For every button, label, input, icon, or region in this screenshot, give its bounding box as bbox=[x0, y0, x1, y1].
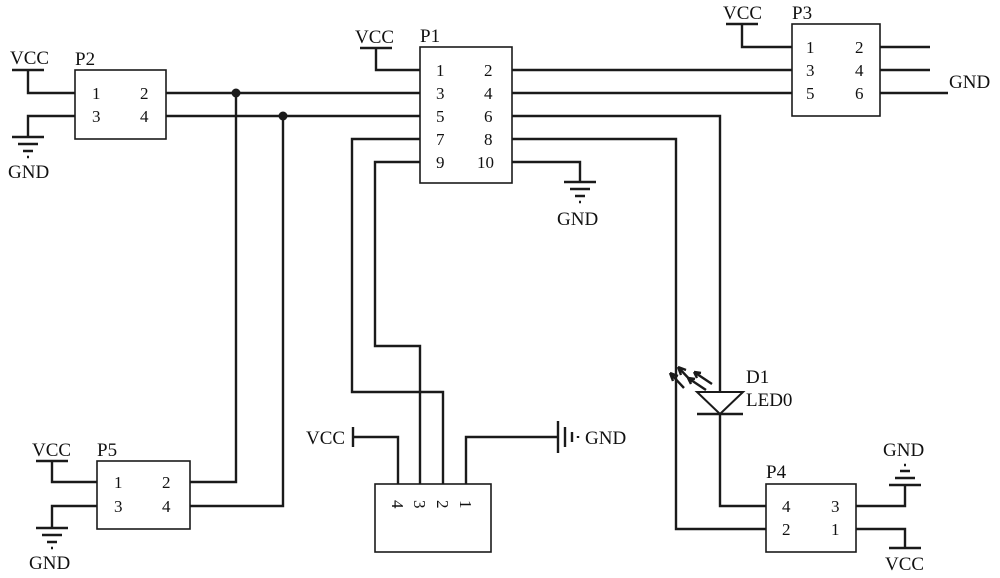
p1-pin-number: 9 bbox=[436, 153, 445, 172]
light-arrow-icon bbox=[678, 367, 692, 382]
p2-pin-number: 3 bbox=[92, 107, 101, 126]
p3-pin-number: 3 bbox=[806, 61, 815, 80]
wire-p1-6-to-d1 bbox=[512, 116, 720, 392]
ground-icon bbox=[558, 421, 578, 453]
p3-pin-number: 1 bbox=[806, 38, 815, 57]
wire-p3-vcc bbox=[742, 24, 792, 47]
p3-pin-number: 2 bbox=[855, 38, 864, 57]
p5-pin-number: 4 bbox=[162, 497, 171, 516]
gnd-label: GND bbox=[8, 162, 49, 183]
vcc-label: VCC bbox=[723, 3, 762, 24]
ground-icon bbox=[564, 182, 596, 202]
wire-p1-vcc bbox=[376, 48, 420, 70]
wire-p5-vcc bbox=[52, 461, 97, 482]
p5-connector-box bbox=[97, 461, 190, 529]
p1-pin-number: 5 bbox=[436, 107, 445, 126]
p1-pin-number: 6 bbox=[484, 107, 493, 126]
wire-p2-gnd bbox=[28, 116, 75, 137]
p3-pin-number: 4 bbox=[855, 61, 864, 80]
j-pin-number: 1 bbox=[456, 500, 475, 509]
wire-p1-10-gnd bbox=[512, 162, 580, 182]
p1-pin-number: 7 bbox=[436, 130, 445, 149]
p4-connector-box bbox=[766, 484, 856, 552]
p4-pin-number: 4 bbox=[782, 497, 791, 516]
p1-pin-number: 1 bbox=[436, 61, 445, 80]
p1-connector-box bbox=[420, 47, 512, 183]
wire-p1-9-to-j-3 bbox=[375, 162, 420, 484]
j-pin-number: 2 bbox=[433, 500, 452, 509]
p5-pin-number: 3 bbox=[114, 497, 123, 516]
wire-d1-to-p4-4 bbox=[720, 414, 766, 506]
d1-value-label: LED0 bbox=[746, 390, 792, 411]
p2-connector-box bbox=[75, 70, 166, 139]
p1-ref-label: P1 bbox=[420, 26, 440, 47]
p5-ref-label: P5 bbox=[97, 440, 117, 461]
gnd-label: GND bbox=[585, 428, 626, 449]
p2-ref-label: P2 bbox=[75, 49, 95, 70]
gnd-label: GND bbox=[883, 440, 924, 461]
p4-pin-number: 1 bbox=[831, 520, 840, 539]
wire-p5-gnd bbox=[52, 506, 97, 528]
wire-j-1-gnd bbox=[466, 437, 558, 484]
p2-pin-number: 1 bbox=[92, 84, 101, 103]
gnd-label: GND bbox=[29, 553, 70, 574]
junction-dot bbox=[232, 89, 241, 98]
p3-pin-number: 5 bbox=[806, 84, 815, 103]
p1-pin-number: 2 bbox=[484, 61, 493, 80]
vcc-label: VCC bbox=[355, 27, 394, 48]
wire-p1-7-to-j-2 bbox=[352, 139, 443, 484]
junction-dot bbox=[279, 112, 288, 121]
light-arrow-icon bbox=[694, 372, 712, 384]
p1-pin-number: 4 bbox=[484, 84, 493, 103]
p3-ref-label: P3 bbox=[792, 3, 812, 24]
p5-pin-number: 2 bbox=[162, 473, 171, 492]
ground-icon bbox=[36, 528, 68, 548]
p2-pin-number: 2 bbox=[140, 84, 149, 103]
led-d1 bbox=[670, 367, 743, 414]
ground-icon bbox=[12, 137, 44, 157]
ground-icon bbox=[889, 465, 921, 485]
p1-pin-number: 8 bbox=[484, 130, 493, 149]
vcc-label: VCC bbox=[10, 48, 49, 69]
p4-ref-label: P4 bbox=[766, 462, 787, 483]
j-pin-number: 4 bbox=[388, 500, 407, 509]
wire-bus1-to-p5-2 bbox=[190, 93, 236, 482]
bottom-connector-box bbox=[375, 484, 491, 552]
p4-pin-number: 3 bbox=[831, 497, 840, 516]
p2-pin-number: 4 bbox=[140, 107, 149, 126]
p5-pin-number: 1 bbox=[114, 473, 123, 492]
wire-p1-8-to-p4-2 bbox=[512, 139, 766, 529]
vcc-label: VCC bbox=[306, 428, 345, 449]
vcc-label: VCC bbox=[885, 554, 924, 575]
gnd-label: GND bbox=[949, 72, 990, 93]
d1-ref-label: D1 bbox=[746, 367, 769, 388]
p1-pin-number: 3 bbox=[436, 84, 445, 103]
wire-p2-vcc bbox=[28, 70, 75, 93]
p4-pin-number: 2 bbox=[782, 520, 791, 539]
p1-pin-number: 10 bbox=[477, 153, 494, 172]
vcc-label: VCC bbox=[32, 440, 71, 461]
wire-p4-1-vcc bbox=[856, 529, 905, 548]
j-pin-number: 3 bbox=[410, 500, 429, 509]
gnd-label: GND bbox=[557, 209, 598, 230]
wire-p4-3-gnd bbox=[856, 485, 905, 506]
p3-pin-number: 6 bbox=[855, 84, 864, 103]
wire-j-4-vcc bbox=[353, 437, 398, 484]
diode-triangle bbox=[697, 392, 743, 414]
